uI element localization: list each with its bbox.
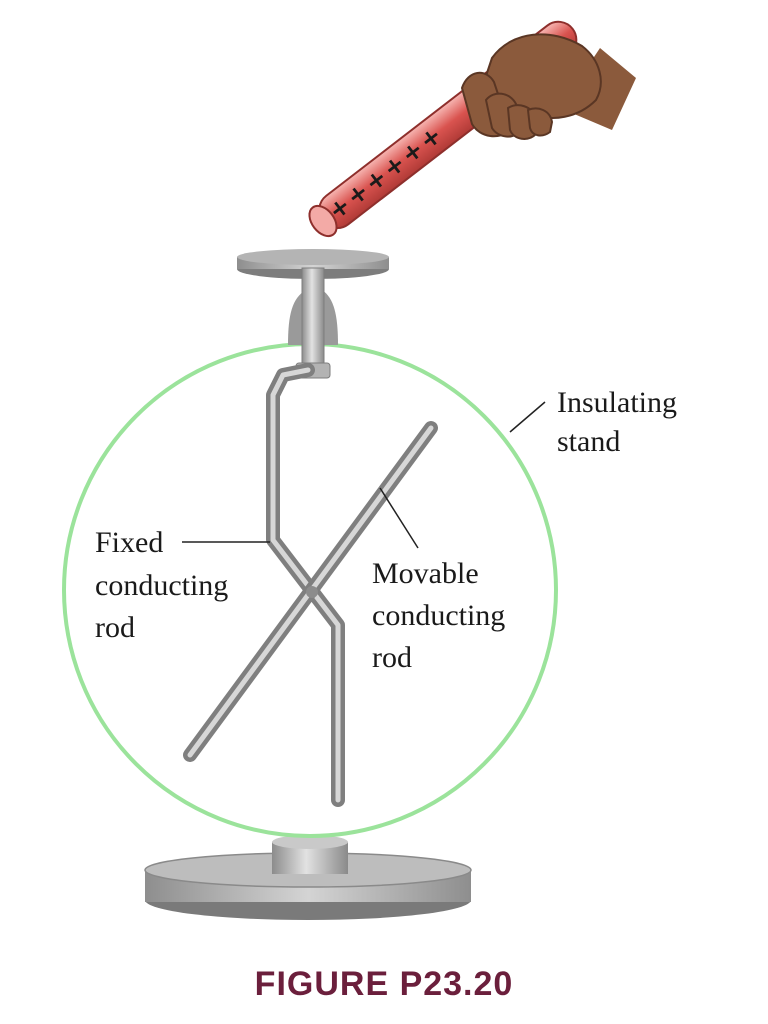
figure-caption: FIGURE P23.20 — [255, 965, 514, 1003]
label-insulating-line2: stand — [557, 425, 620, 458]
label-fixed-line2: conducting — [95, 569, 228, 602]
leader-insulating-stand — [509, 401, 546, 433]
label-fixed-line1: Fixed — [95, 526, 163, 559]
charge-symbols: ++++++ — [323, 121, 447, 226]
leader-movable-rod — [379, 487, 419, 549]
pivot — [306, 586, 318, 598]
label-insulating-line1: Insulating — [557, 386, 677, 419]
hand-icon — [460, 33, 636, 140]
label-movable-line2: conducting — [372, 599, 505, 632]
top-plate — [237, 249, 389, 379]
label-fixed-line3: rod — [95, 611, 135, 644]
label-movable-line3: rod — [372, 641, 412, 674]
stand-base — [144, 835, 472, 920]
label-movable-line1: Movable — [372, 557, 479, 590]
